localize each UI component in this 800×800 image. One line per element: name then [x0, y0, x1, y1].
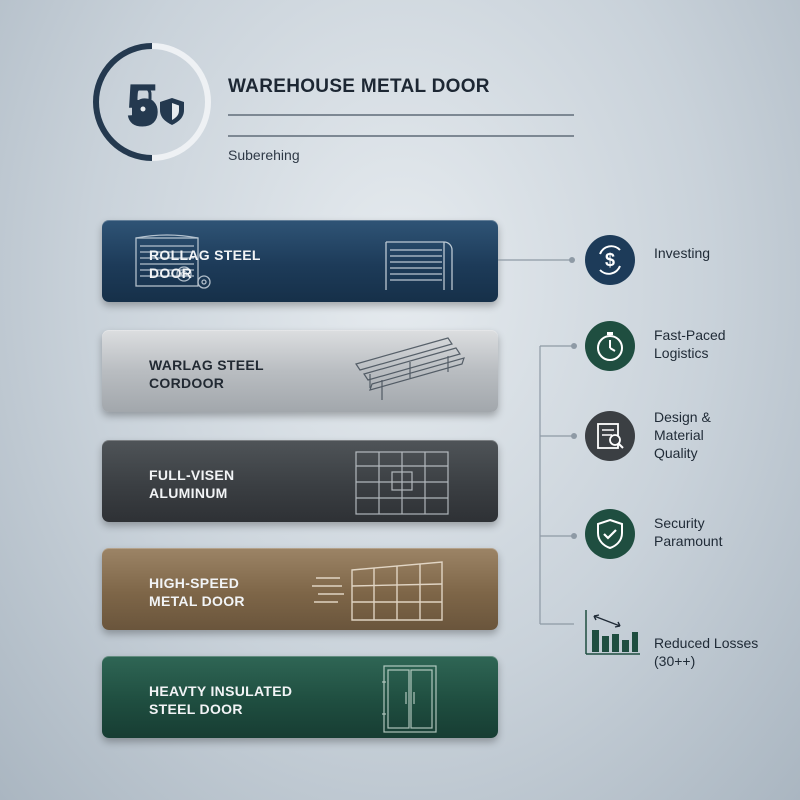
glass-panel-door-icon: [355, 451, 449, 515]
door-label: FULL-VISEN ALUMINUM: [149, 467, 235, 501]
padlock-icon: [132, 85, 154, 120]
page-title: WAREHOUSE METAL DOOR: [228, 76, 490, 97]
shield-check-icon: [585, 509, 635, 559]
roller-door-icon: [385, 241, 453, 290]
benefit-reduced-losses: [584, 606, 640, 663]
page-subtitle: Suberehing: [228, 147, 300, 163]
benefit-label: Fast-Paced Logistics: [654, 327, 726, 361]
door-label: ROLLAG STEEL DOOR: [149, 247, 261, 281]
bar-chart-icon: [585, 610, 640, 655]
door-card-full-vision-aluminum[interactable]: FULL-VISEN ALUMINUM: [102, 440, 498, 522]
benefit-label: Security Paramount: [654, 515, 723, 549]
benefit-label: Design & Material Quality: [654, 409, 711, 461]
inspection-document-icon: [585, 411, 635, 461]
door-label: HEAVTY INSULATED STEEL DOOR: [149, 683, 293, 717]
benefit-label: Investing: [654, 245, 711, 261]
insulated-double-door-icon: [382, 665, 437, 733]
benefit-security: [584, 508, 636, 565]
roller-door-gear-icon: [135, 234, 211, 289]
header-badge: 5: [93, 43, 211, 161]
benefit-design-quality: [584, 410, 636, 467]
stopwatch-icon: [585, 321, 635, 371]
high-speed-door-icon: [312, 561, 443, 621]
connector-lines: [498, 257, 577, 625]
benefit-fast-logistics: [584, 320, 636, 377]
door-label: WARLAG STEEL CORDOOR: [149, 357, 264, 391]
shield-icon: [160, 98, 184, 125]
door-card-warlag-steel[interactable]: WARLAG STEEL CORDOOR: [102, 330, 498, 412]
subtitle-divider: [228, 135, 574, 137]
title-divider: [228, 114, 574, 116]
door-card-high-speed-metal[interactable]: HIGH-SPEED METAL DOOR: [102, 548, 498, 630]
sectional-panels-icon: [355, 337, 465, 400]
dollar-cycle-icon: $: [585, 235, 635, 285]
benefit-label: Reduced Losses (30++): [654, 635, 759, 669]
benefit-investing: $: [584, 234, 636, 291]
door-label: HIGH-SPEED METAL DOOR: [149, 575, 245, 609]
door-card-rolling-steel[interactable]: ROLLAG STEEL DOOR: [102, 220, 498, 302]
svg-text:$: $: [605, 250, 615, 270]
door-card-heavy-insulated-steel[interactable]: HEAVTY INSULATED STEEL DOOR: [102, 656, 498, 738]
